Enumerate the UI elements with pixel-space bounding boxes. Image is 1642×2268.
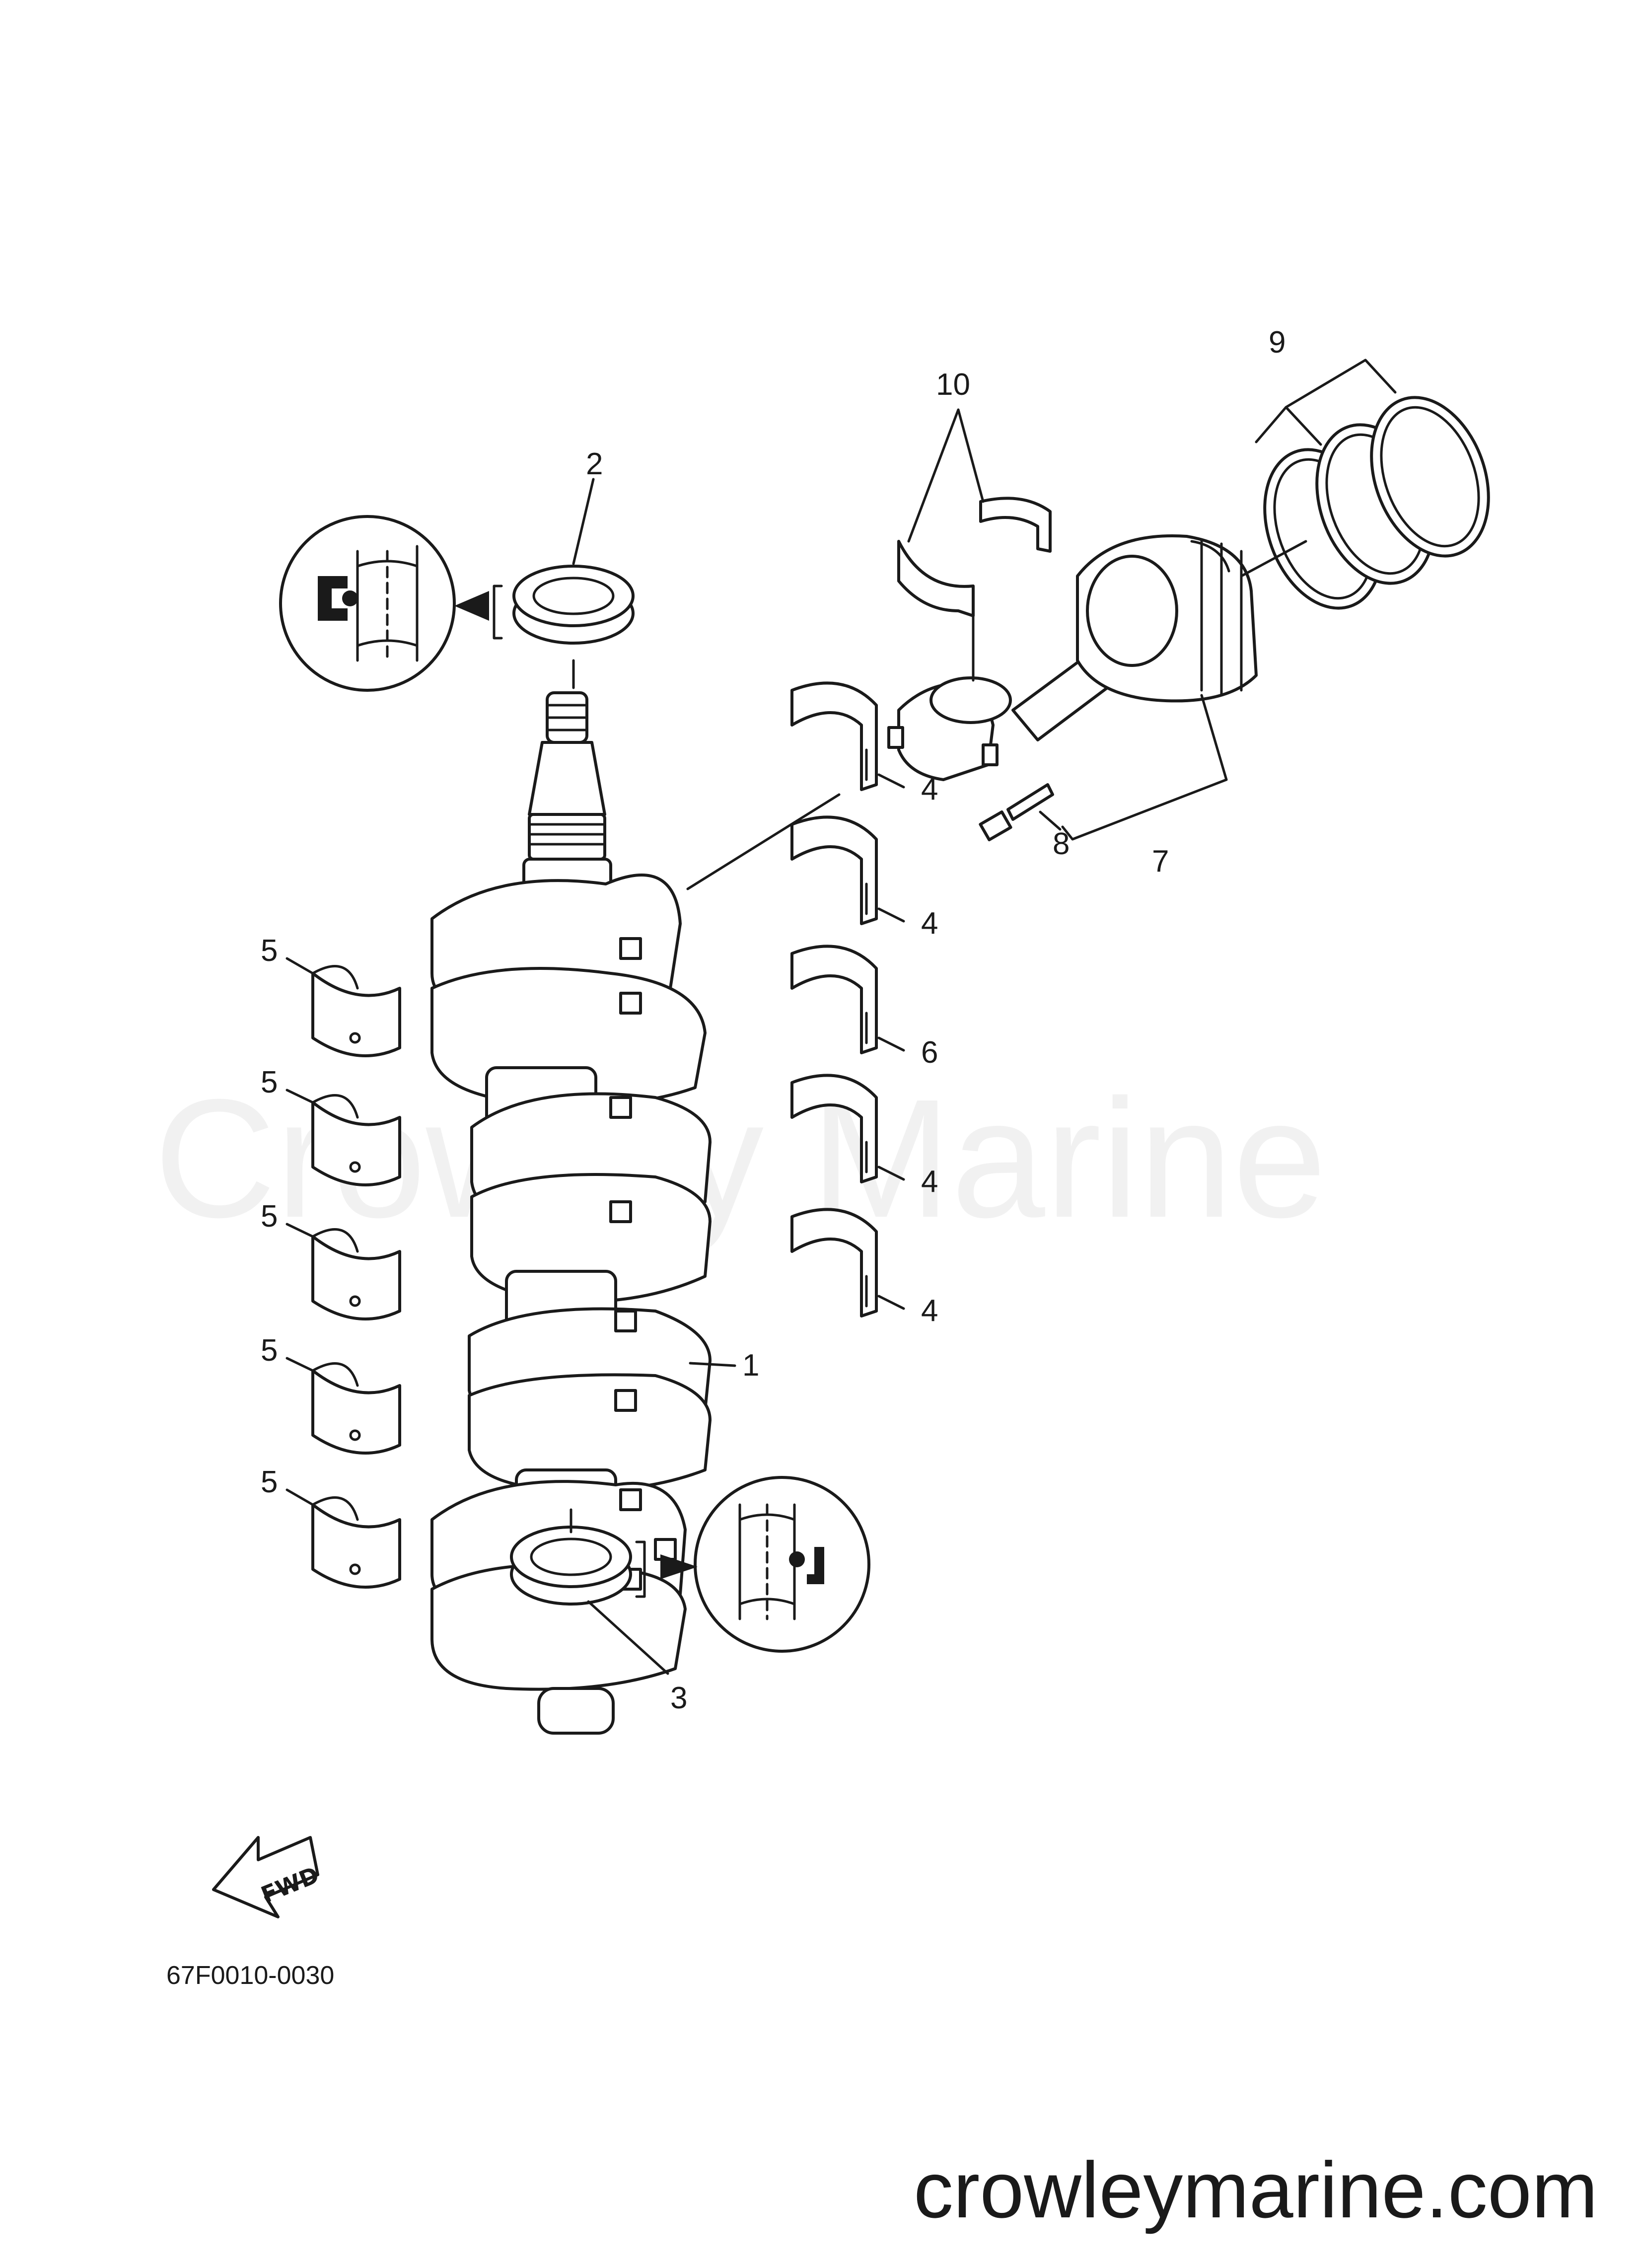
callout-5: 5 [261,1333,278,1368]
main-bearing-1[interactable] [311,965,401,1057]
callout-1: 1 [742,1348,759,1383]
oil-seal-lower[interactable] [510,1526,632,1606]
callout-5: 5 [261,1465,278,1499]
callout-6: 6 [921,1035,938,1070]
main-bearing-2[interactable] [311,1094,401,1186]
main-bearing-5[interactable] [311,1496,401,1589]
callout-4: 4 [921,772,938,806]
thrust-bearing[interactable] [790,945,878,1054]
diagram-code: 67F0010-0030 [166,1961,334,1990]
callout-5: 5 [261,1199,278,1234]
callout-2: 2 [586,447,603,481]
main-bearing-3[interactable] [311,1228,401,1320]
main-bearing-4[interactable] [311,1362,401,1455]
callout-4: 4 [921,906,938,941]
callout-5: 5 [261,1065,278,1099]
callout-3: 3 [670,1681,687,1715]
rod-bolt[interactable] [979,783,1054,842]
callout-10: 10 [936,367,970,402]
callout-4: 4 [921,1165,938,1199]
rod-bearing-upper[interactable] [979,497,1052,553]
piston-ring-3[interactable] [1351,381,1509,572]
callout-9: 9 [1269,325,1285,360]
callout-5: 5 [261,934,278,968]
oil-seal-detail-icon [279,515,489,692]
fwd-arrow-icon: FWD [212,1836,323,1918]
callout-7: 7 [1152,844,1169,878]
crankpin-bearing-4[interactable] [790,1208,878,1317]
piston[interactable] [1076,534,1258,703]
oil-seal-upper[interactable] [512,565,635,645]
crankpin-bearing-1[interactable] [790,681,878,791]
callout-4: 4 [921,1294,938,1328]
oil-seal-detail-icon [660,1476,870,1653]
crankpin-bearing-3[interactable] [790,1074,878,1183]
crankpin-bearing-2[interactable] [790,815,878,925]
rod-bearing-lower[interactable] [897,540,975,617]
callout-8: 8 [1053,827,1070,861]
site-url: crowleymarine.com [914,2145,1598,2234]
